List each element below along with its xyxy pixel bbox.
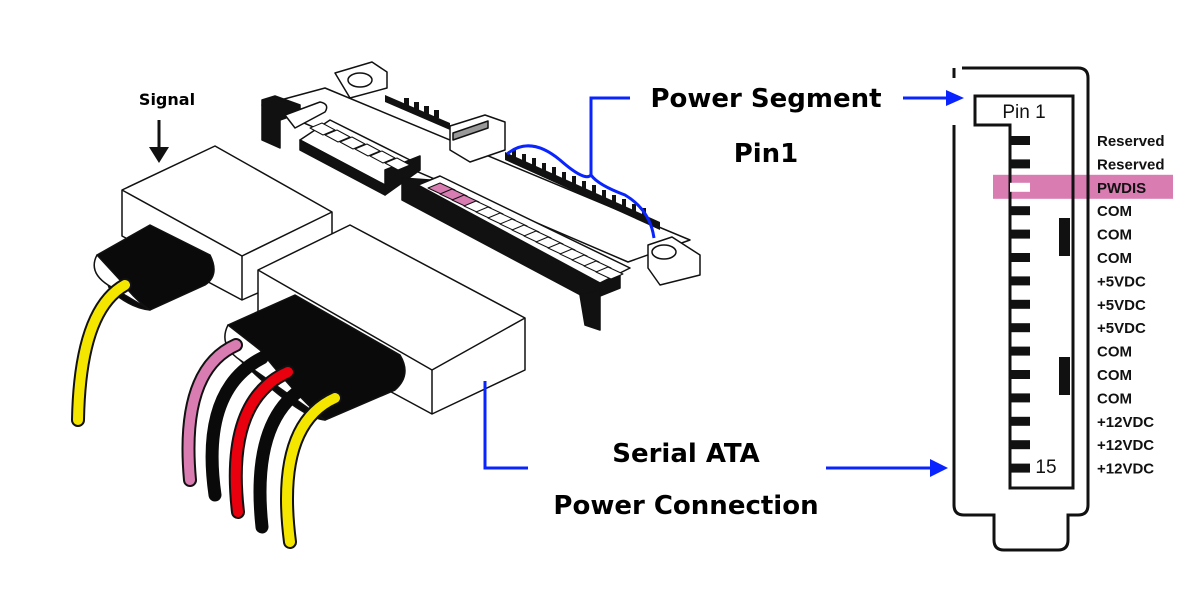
pin-marks (1010, 136, 1030, 473)
caption-line2: Power Connection (553, 491, 818, 521)
pin-label-5: COM (1097, 227, 1132, 244)
pin1-subtitle: Pin1 (734, 139, 799, 169)
pin-contact-4 (1010, 206, 1030, 216)
pin-contact-2 (1010, 159, 1030, 169)
long-contact (1059, 357, 1070, 395)
pin-contact-10 (1010, 346, 1030, 356)
signal-label: Signal (139, 90, 195, 109)
pin-contact-9 (1010, 323, 1030, 333)
pin-label-1: Reserved (1097, 133, 1165, 150)
pin-contact-1 (1010, 136, 1030, 145)
pin-label-12: COM (1097, 390, 1132, 407)
pin-label-6: COM (1097, 250, 1132, 267)
pin-label-11: COM (1097, 367, 1132, 384)
power-segment-title: Power Segment (650, 84, 881, 114)
pinout-panel: ReservedReservedPWDISCOMCOMCOM+5VDC+5VDC… (952, 66, 1173, 552)
wire-black-1 (205, 351, 269, 502)
annotations (483, 96, 950, 470)
pin-label-3: PWDIS (1097, 180, 1146, 197)
pin-contact-7 (1010, 276, 1030, 286)
caption-line1: Serial ATA (612, 439, 760, 469)
pin-contact-12 (1010, 393, 1030, 403)
pin-contact-11 (1010, 370, 1030, 379)
pin-label-8: +5VDC (1097, 297, 1146, 314)
arrow-right-icon (930, 459, 948, 477)
pin-label-4: COM (1097, 203, 1132, 220)
pin-contact-15 (1010, 463, 1030, 473)
pin-contact-5 (1010, 229, 1030, 239)
pin-contact-13 (1010, 416, 1030, 426)
drive-header (261, 61, 701, 331)
pin-label-10: COM (1097, 344, 1132, 361)
pin-channel (973, 94, 1075, 490)
pin1-label: Pin 1 (1002, 102, 1045, 123)
pin15-label: 15 (1035, 457, 1056, 478)
pin-label-15: +12VDC (1097, 461, 1154, 478)
pin-label-14: +12VDC (1097, 437, 1154, 454)
signal-arrow-icon (149, 120, 169, 163)
pin-contact-8 (1010, 299, 1030, 309)
pin-label-9: +5VDC (1097, 320, 1146, 337)
long-contact (1059, 218, 1070, 256)
wire-black-2 (253, 377, 317, 534)
pin-labels: ReservedReservedPWDISCOMCOMCOM+5VDC+5VDC… (1097, 133, 1165, 478)
wires (71, 278, 342, 549)
pin-contact-6 (1010, 253, 1030, 262)
power-segment-bracket (589, 96, 630, 175)
arrow-right-icon (946, 90, 964, 106)
pin-contact-3 (1010, 182, 1030, 192)
pin-contact-14 (1010, 440, 1030, 450)
pin-label-7: +5VDC (1097, 273, 1146, 290)
connector-outline (952, 66, 1090, 552)
pin-label-2: Reserved (1097, 156, 1165, 173)
connector-illustration (93, 61, 701, 421)
pin-label-13: +12VDC (1097, 414, 1154, 431)
